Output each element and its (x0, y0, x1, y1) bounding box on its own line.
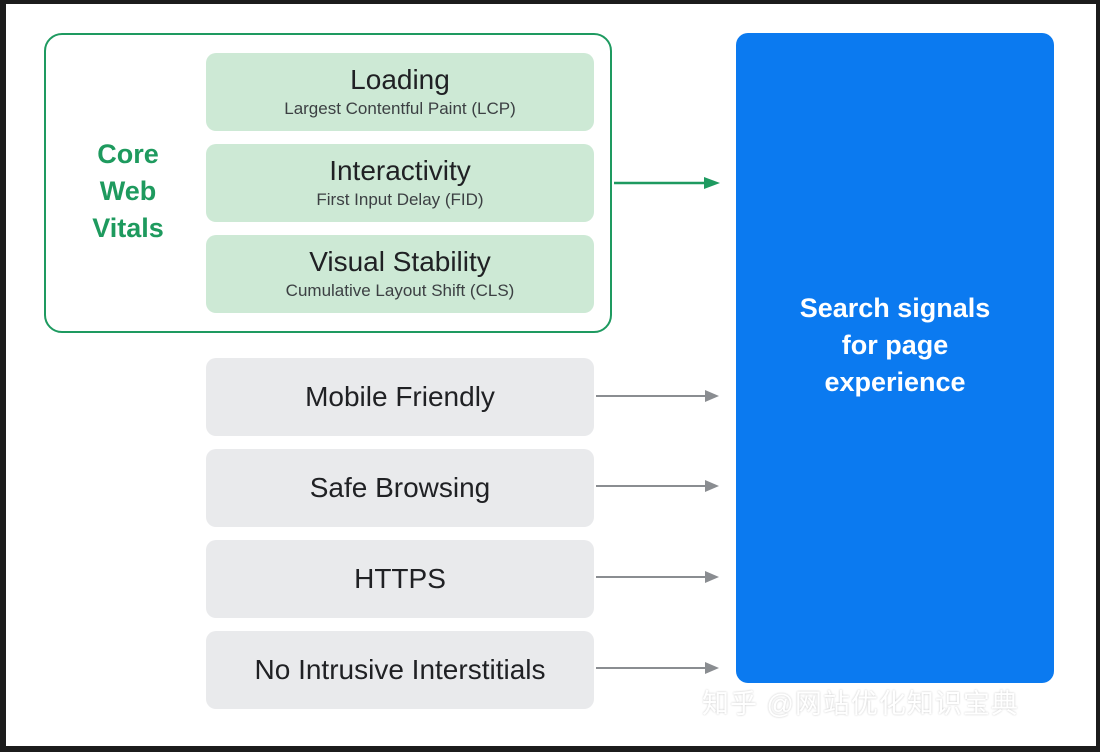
interstitials-arrow (596, 662, 719, 674)
connector-arrows (596, 177, 720, 674)
signal-box-https: HTTPS (206, 540, 594, 618)
core-web-vitals-label-line: Vitals (92, 213, 164, 243)
core-web-vitals-label: Core Web Vitals (78, 136, 178, 247)
signal-title: Mobile Friendly (305, 381, 495, 412)
mobile-friendly-arrow (596, 390, 719, 402)
signals-label-line: experience (824, 366, 966, 397)
core-web-vitals-group (44, 33, 612, 333)
metric-subtitle: Largest Contentful Paint (LCP) (284, 99, 516, 118)
cwv-arrow (614, 177, 720, 189)
metric-subtitle: Cumulative Layout Shift (CLS) (285, 281, 515, 300)
signal-box-mobile-friendly: Mobile Friendly (206, 358, 594, 436)
metric-box-visual-stability: Visual Stability Cumulative Layout Shift… (206, 235, 594, 313)
core-web-vitals-label-line: Web (99, 176, 157, 206)
https-arrow (596, 571, 719, 583)
page-experience-signals-box: Search signals for page experience (736, 33, 1054, 683)
signal-box-safe-browsing: Safe Browsing (206, 449, 594, 527)
metric-title: Visual Stability (309, 246, 491, 277)
signal-title: No Intrusive Interstitials (254, 654, 546, 685)
metric-subtitle: First Input Delay (FID) (316, 190, 484, 209)
signals-label-line: for page (841, 329, 949, 360)
metric-box-interactivity: Interactivity First Input Delay (FID) (206, 144, 594, 222)
signals-label-line: Search signals (799, 292, 991, 323)
signal-title: HTTPS (354, 563, 446, 594)
metric-title: Loading (350, 64, 450, 95)
signal-title: Safe Browsing (309, 472, 491, 503)
metric-box-loading: Loading Largest Contentful Paint (LCP) (206, 53, 594, 131)
metric-title: Interactivity (329, 155, 471, 186)
safe-browsing-arrow (596, 480, 719, 492)
watermark-text: 知乎 @网站优化知识宝典 (702, 689, 1019, 719)
core-web-vitals-label-line: Core (97, 139, 159, 169)
page-experience-signals-label: Search signals for page experience (800, 290, 991, 401)
diagram-canvas: Core Web Vitals Loading Largest Contentf… (6, 4, 1096, 746)
signal-box-no-intrusive-interstitials: No Intrusive Interstitials (206, 631, 594, 709)
